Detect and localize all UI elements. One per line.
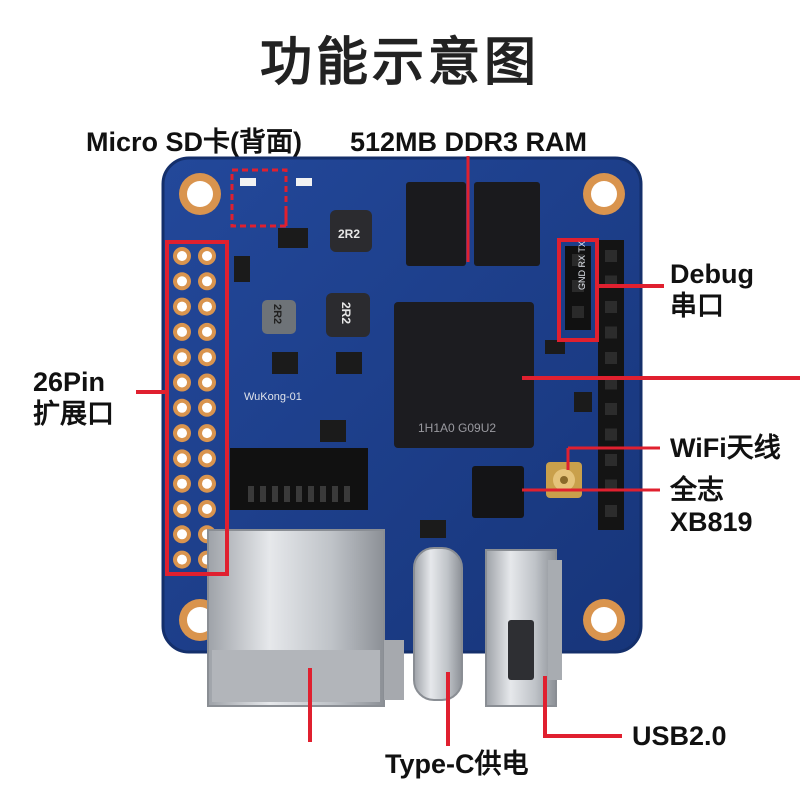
led-1 <box>240 178 256 186</box>
microsd-label: Micro SD卡(背面) <box>86 126 302 158</box>
right-header-slot <box>605 403 617 415</box>
wifi-label: WiFi天线 <box>670 432 781 464</box>
right-header-slot <box>605 250 617 262</box>
right-header-slot <box>605 352 617 364</box>
debug-pin-label: GND RX TX <box>577 241 587 290</box>
debug-label-line2: 串口 <box>670 290 724 322</box>
right-header-slot <box>605 327 617 339</box>
pin-header-label-line2: 扩展口 <box>33 398 114 430</box>
debug-label-line1: Debug <box>670 258 754 290</box>
right-header-slot <box>605 301 617 313</box>
typec-label: Type-C供电 <box>385 748 529 780</box>
connector-contact <box>260 486 266 502</box>
ram-chip-1 <box>406 182 466 266</box>
mounting-hole-bottom-right <box>583 599 625 641</box>
chip-label-line1: 全志 <box>670 474 724 506</box>
mounting-hole-top-left <box>179 173 221 215</box>
right-header-slot <box>605 505 617 517</box>
connector-contact <box>320 486 326 502</box>
wifi-chip <box>472 466 524 518</box>
right-header-slot <box>605 454 617 466</box>
led-2 <box>296 178 312 186</box>
connector-contact <box>308 486 314 502</box>
board-name-label: WuKong-01 <box>244 391 302 403</box>
connector-contact <box>332 486 338 502</box>
connector-contact <box>248 486 254 502</box>
usb-label: USB2.0 <box>632 720 727 752</box>
ram-label: 512MB DDR3 RAM <box>350 126 587 158</box>
connector-contact <box>344 486 350 502</box>
soc-marking: 1H1A0 G09U2 <box>418 421 496 435</box>
connector-contact <box>296 486 302 502</box>
connector-contact <box>272 486 278 502</box>
chip-label-line2: XB819 <box>670 506 753 538</box>
inductor-3-label: 2R2 <box>339 302 353 324</box>
inductor-2-label: 2R2 <box>271 304 283 324</box>
right-header-slot <box>605 429 617 441</box>
typec-port <box>414 548 462 700</box>
mounting-hole-top-right <box>583 173 625 215</box>
inductor-1-label: 2R2 <box>338 227 360 241</box>
connector-contact <box>284 486 290 502</box>
ram-chip-2 <box>474 182 540 266</box>
pin-header-label-line1: 26Pin <box>33 366 105 398</box>
